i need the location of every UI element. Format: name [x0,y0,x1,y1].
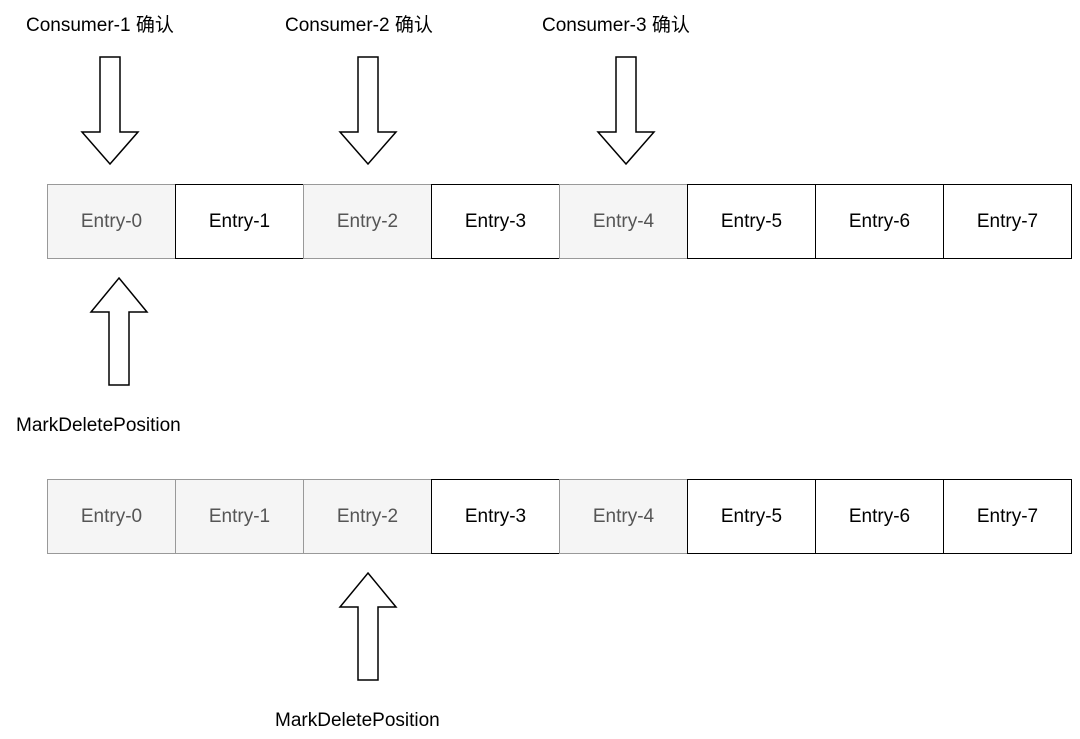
mark-delete-up-arrow-1 [89,276,149,386]
entry-cell: Entry-2 [303,184,432,259]
entry-cell: Entry-5 [687,479,816,554]
mark-delete-position-label-1: MarkDeletePosition [16,415,181,436]
entry-cell: Entry-1 [175,479,304,554]
entry-cell: Entry-6 [815,479,944,554]
entry-cell: Entry-0 [47,479,176,554]
consumer-2-ack-label: Consumer-2 确认 [285,15,433,36]
entry-cell: Entry-2 [303,479,432,554]
entry-row-2: Entry-0 Entry-1 Entry-2 Entry-3 Entry-4 … [47,479,1079,554]
consumer-2-down-arrow [338,56,398,166]
entry-cell: Entry-3 [431,479,560,554]
consumer-1-ack-label: Consumer-1 确认 [26,15,174,36]
entry-cell: Entry-7 [943,184,1072,259]
entry-cell: Entry-6 [815,184,944,259]
entry-cell: Entry-0 [47,184,176,259]
entry-row-1: Entry-0 Entry-1 Entry-2 Entry-3 Entry-4 … [47,184,1079,259]
consumer-1-down-arrow [80,56,140,166]
consumer-3-ack-label: Consumer-3 确认 [542,15,690,36]
entry-cell: Entry-7 [943,479,1072,554]
entry-cell: Entry-3 [431,184,560,259]
entry-cell: Entry-4 [559,479,688,554]
consumer-3-down-arrow [596,56,656,166]
entry-cell: Entry-1 [175,184,304,259]
entry-cell: Entry-4 [559,184,688,259]
mark-delete-up-arrow-2 [338,571,398,681]
mark-delete-position-label-2: MarkDeletePosition [275,710,440,731]
entry-cell: Entry-5 [687,184,816,259]
